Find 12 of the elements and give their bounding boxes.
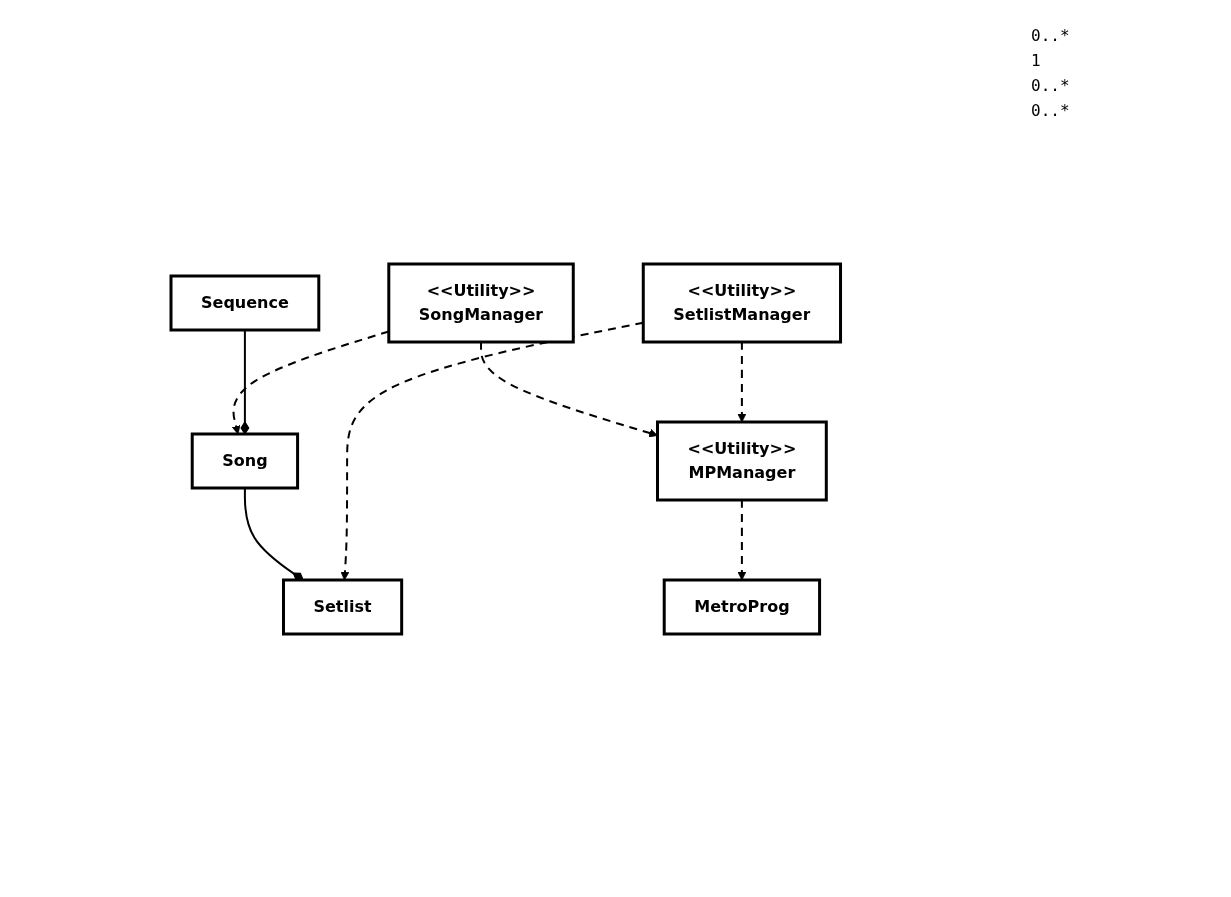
node-box: <<Utility>> SetlistManager bbox=[641, 262, 842, 343]
arrow bbox=[340, 321, 644, 580]
node-box: <<Utility>> MPManager bbox=[655, 420, 828, 501]
multiplicity-label: 0..* bbox=[1031, 101, 1071, 120]
node-box: MetroProg bbox=[662, 578, 821, 635]
multiplicity-label: 0..* bbox=[1031, 26, 1071, 45]
node-box: Song bbox=[190, 432, 299, 489]
multiplicity-label: 0..* bbox=[1031, 76, 1071, 95]
node-box: Sequence bbox=[169, 274, 321, 331]
node-box: Setlist bbox=[281, 578, 403, 635]
multiplicity-label: 1 bbox=[1031, 51, 1042, 70]
node-box: <<Utility>> SongManager bbox=[387, 262, 575, 343]
